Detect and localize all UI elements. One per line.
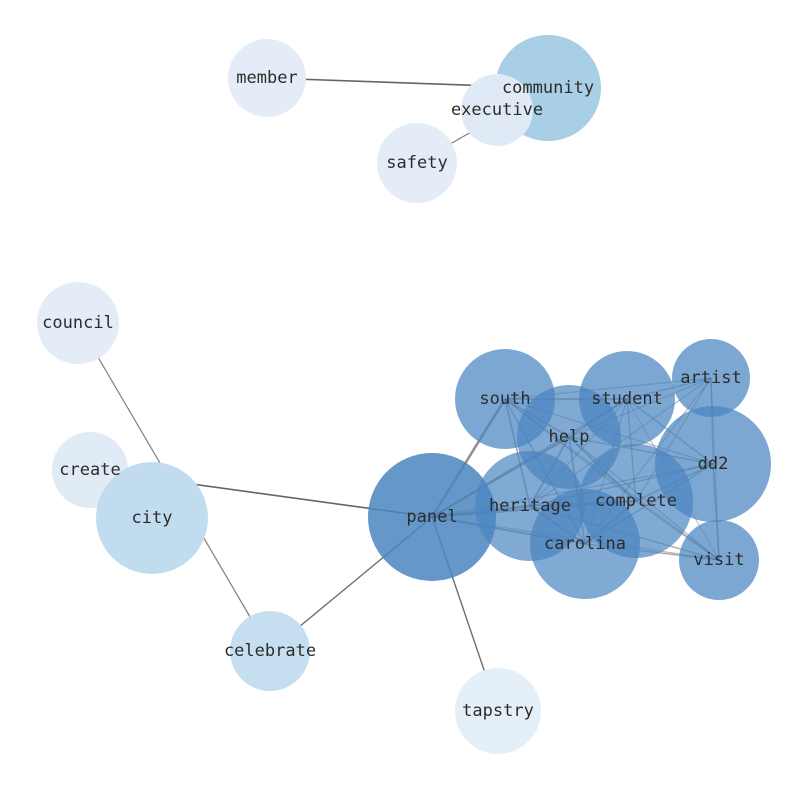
graph-node-tapstry[interactable] <box>455 668 541 754</box>
graph-node-member[interactable] <box>228 39 306 117</box>
graph-node-artist[interactable] <box>672 339 750 417</box>
graph-node-carolina[interactable] <box>530 489 640 599</box>
graph-node-celebrate[interactable] <box>230 611 310 691</box>
graph-node-safety[interactable] <box>377 123 457 203</box>
graph-node-executive[interactable] <box>461 74 533 146</box>
graph-node-panel[interactable] <box>368 453 496 581</box>
graph-node-council[interactable] <box>37 282 119 364</box>
nodes-layer <box>37 35 771 754</box>
graph-node-city[interactable] <box>96 462 208 574</box>
graph-node-visit[interactable] <box>679 520 759 600</box>
